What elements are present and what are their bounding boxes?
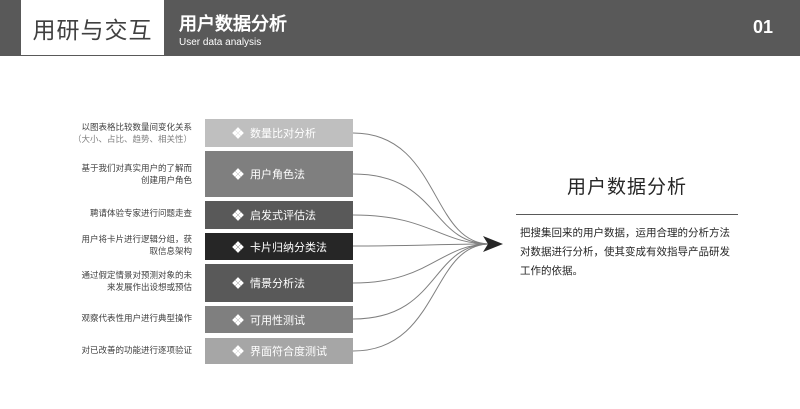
brand-box: 用研与交互 bbox=[20, 0, 165, 56]
connector-curve bbox=[352, 243, 491, 247]
description-line: 通过假定情景对预测对象的未 bbox=[81, 271, 192, 281]
description-line: 创建用户角色 bbox=[140, 176, 192, 186]
description-line: （大小、占比、趋势、相关性） bbox=[72, 135, 192, 145]
method-box[interactable]: 界面符合度测试 bbox=[205, 338, 353, 364]
four-diamond-icon bbox=[232, 313, 244, 326]
connector-curve bbox=[352, 243, 491, 320]
description-line: 对已改善的功能进行逐项验证 bbox=[81, 346, 192, 356]
method-description: 用户将卡片进行逻辑分组，获取信息架构 bbox=[81, 234, 192, 258]
four-diamond-icon bbox=[232, 168, 244, 180]
description-line: 基于我们对真实用户的了解而 bbox=[81, 164, 192, 174]
description-line: 用户将卡片进行逻辑分组，获 bbox=[81, 235, 192, 245]
method-description: 以图表格比较数量间变化关系 （大小、占比、趋势、相关性） bbox=[73, 122, 192, 146]
method-label: 数量比对分析 bbox=[250, 127, 316, 140]
connector-curve bbox=[352, 243, 491, 352]
description-line: 以图表格比较数量间变化关系 bbox=[81, 123, 192, 133]
method-box[interactable]: 可用性测试 bbox=[205, 306, 353, 333]
method-description: 对已改善的功能进行逐项验证 bbox=[81, 345, 192, 357]
method-description: 聘请体验专家进行问题走查 bbox=[90, 208, 192, 220]
method-label: 界面符合度测试 bbox=[250, 345, 327, 358]
four-diamond-icon bbox=[232, 277, 244, 289]
summary-text: 把搜集回来的用户数据，运用合理的分析方法对数据进行分析，使其变成有效指导产品研发… bbox=[520, 227, 730, 277]
description-line: 取信息架构 bbox=[149, 247, 192, 257]
method-label: 情景分析法 bbox=[250, 277, 305, 290]
connector-curve bbox=[352, 214, 491, 245]
description-line: 聘请体验专家进行问题走查 bbox=[89, 209, 192, 219]
method-box[interactable]: 用户角色法 bbox=[205, 151, 353, 197]
four-diamond-icon bbox=[232, 209, 244, 221]
method-label: 可用性测试 bbox=[250, 313, 305, 327]
four-diamond-icon bbox=[232, 127, 244, 139]
connector-curve bbox=[352, 243, 491, 284]
description-line: 观察代表性用户进行典型操作 bbox=[81, 314, 192, 324]
method-box[interactable]: 数量比对分析 bbox=[205, 119, 353, 147]
page-subtitle: User data analysis bbox=[179, 37, 262, 48]
header-bar: 用研与交互 用户数据分析 User data analysis 01 bbox=[0, 0, 800, 56]
divider bbox=[516, 214, 738, 215]
method-box[interactable]: 情景分析法 bbox=[205, 264, 353, 302]
page-number: 01 bbox=[752, 17, 773, 37]
brand-text: 用研与交互 bbox=[32, 17, 153, 44]
method-label: 启发式评估法 bbox=[250, 209, 316, 222]
method-box[interactable]: 启发式评估法 bbox=[205, 201, 353, 229]
four-diamond-icon bbox=[232, 345, 244, 357]
connector-curve bbox=[352, 173, 491, 245]
connector-curve bbox=[352, 132, 491, 245]
method-description: 基于我们对真实用户的了解而创建用户角色 bbox=[81, 163, 192, 187]
method-description: 观察代表性用户进行典型操作 bbox=[81, 313, 192, 325]
method-label: 卡片归纳分类法 bbox=[250, 240, 327, 254]
description-line: 来发展作出设想或预估 bbox=[106, 283, 192, 293]
method-label: 用户角色法 bbox=[250, 168, 305, 181]
method-box[interactable]: 卡片归纳分类法 bbox=[205, 233, 353, 260]
page-title: 用户数据分析 bbox=[179, 14, 287, 35]
arrowhead-icon bbox=[483, 236, 503, 252]
summary-title: 用户数据分析 bbox=[566, 176, 687, 198]
method-description: 通过假定情景对预测对象的未来发展作出设想或预估 bbox=[81, 270, 192, 294]
four-diamond-icon bbox=[232, 240, 244, 253]
